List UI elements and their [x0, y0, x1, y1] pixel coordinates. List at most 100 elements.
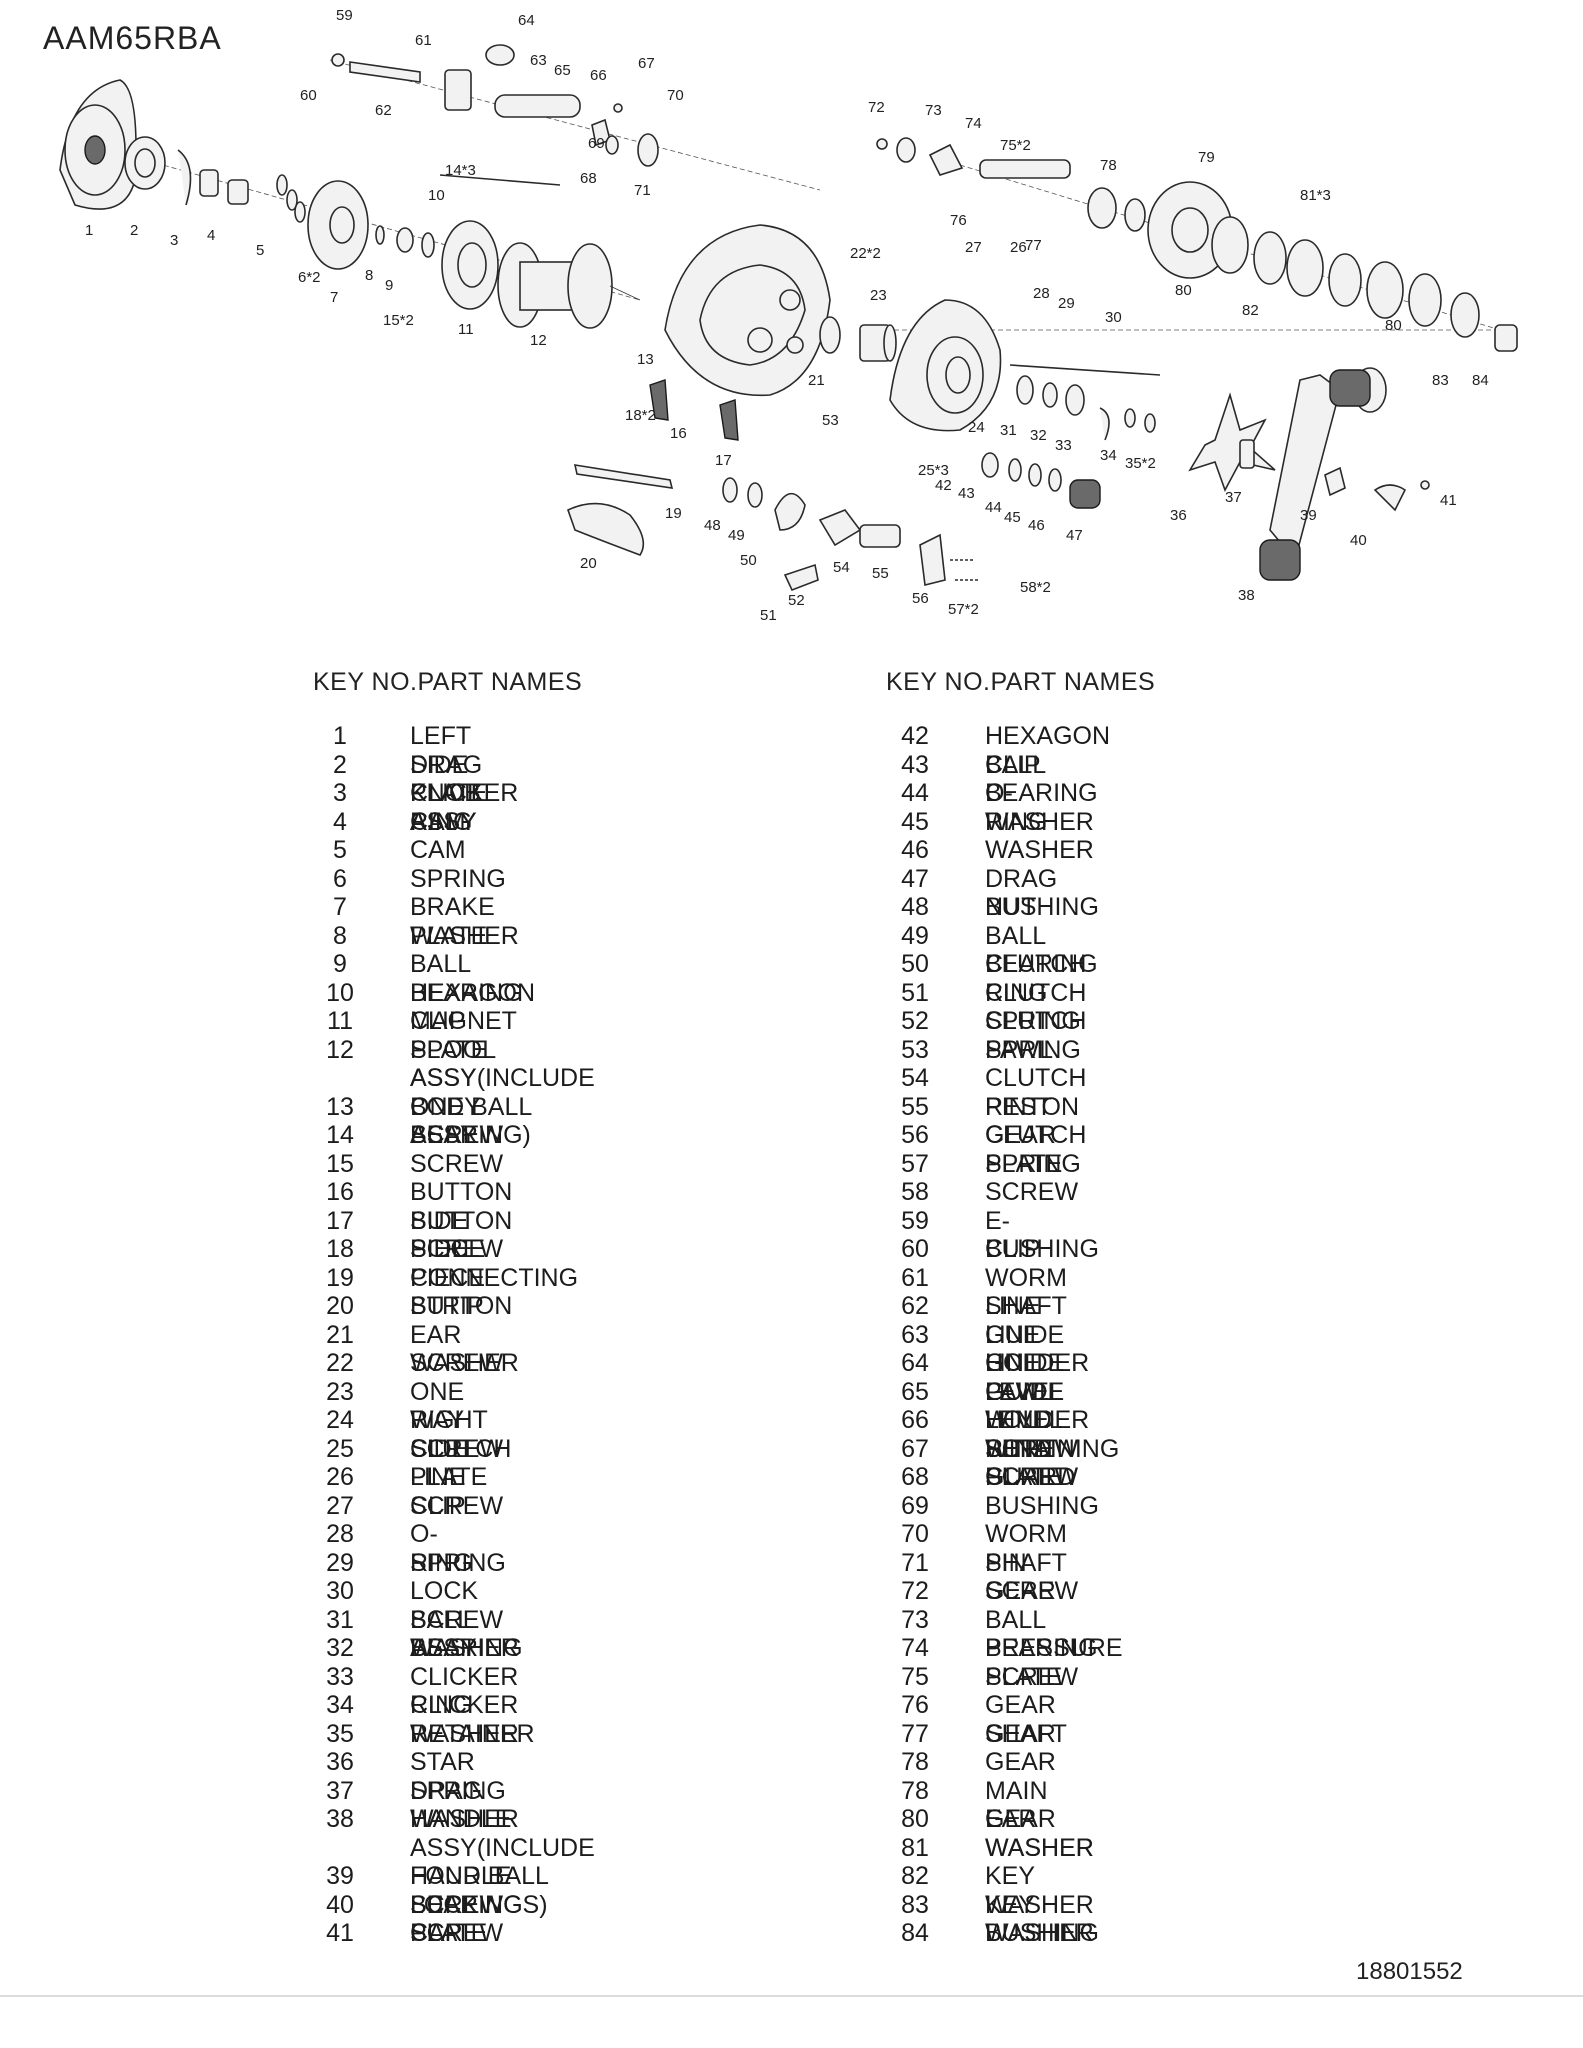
part-key-number: 78: [901, 1776, 929, 1805]
part-key-number: 44: [901, 779, 929, 807]
part-key-number: 16: [326, 1178, 354, 1206]
ear-washer-shape: [819, 316, 841, 354]
level-wind-group-shape: [331, 44, 659, 186]
part-name: BALL BEARING: [985, 1605, 1098, 1663]
part-name: BUSHING: [985, 1919, 1099, 1947]
callout-label: 49: [728, 527, 745, 544]
callout-label: 22*2: [850, 245, 881, 262]
part-key-number: 57: [901, 1149, 929, 1178]
part-name: HANDLE ASSY(INCLUDE FOUR BALL BEARINGS): [410, 1805, 595, 1919]
part-key-number: 78: [901, 1748, 929, 1776]
part-key-number: 28: [326, 1520, 354, 1548]
part-key-number: 4: [333, 807, 347, 836]
part-key-number: 70: [901, 1520, 929, 1548]
callout-label: 56: [912, 590, 929, 607]
callout-label: 44: [985, 499, 1002, 516]
part-key-number: 43: [901, 750, 929, 779]
callout-label: 79: [1198, 149, 1215, 166]
part-name: BODY ASSY: [410, 1092, 481, 1150]
part-name: BALL BEARING: [410, 950, 523, 1007]
part-key-number: 77: [901, 1719, 929, 1748]
part-name: HEXAGON CLIP: [985, 722, 1111, 779]
callout-label: 73: [925, 102, 942, 119]
callout-label: 58*2: [1020, 579, 1051, 596]
part-name: LINE GUIDE HOLDER SCREW: [985, 1349, 1090, 1463]
part-key-number: 35: [326, 1719, 354, 1748]
part-key-number: 22: [326, 1349, 354, 1377]
part-key-number: 52: [901, 1007, 929, 1035]
part-name: GEAR: [985, 1748, 1056, 1776]
callout-label: 50: [740, 552, 757, 569]
part-key-number: 13: [326, 1092, 354, 1121]
bearing-shape: [396, 227, 414, 253]
callout-label: 20: [580, 555, 597, 572]
part-key-number: 36: [326, 1748, 354, 1776]
part-key-number: 6: [333, 864, 347, 893]
list-header-right: KEY NO.PART NAMES: [886, 668, 1156, 696]
callout-label: 82: [1242, 302, 1259, 319]
part-key-number: 1: [333, 722, 347, 750]
part-name: ONE WAY CLUTCH: [410, 1377, 512, 1463]
one-way-clutch-shape: [859, 324, 897, 362]
part-key-number: 58: [901, 1178, 929, 1206]
callout-label: 46: [1028, 517, 1045, 534]
callout-label: 23: [870, 287, 887, 304]
part-name: CAM: [410, 807, 466, 836]
callout-label: 31: [1000, 422, 1017, 439]
part-key-number: 69: [901, 1491, 929, 1520]
part-name: CLUTCH PAWL: [985, 1007, 1087, 1064]
part-name: SCREW: [410, 1434, 504, 1463]
callout-label: 5: [256, 242, 264, 259]
callout-label: 34: [1100, 447, 1117, 464]
part-name: WASHER: [985, 807, 1094, 836]
callout-label: 64: [518, 12, 535, 29]
callout-label: 35*2: [1125, 455, 1156, 472]
callout-label: 12: [530, 332, 547, 349]
callout-label: 61: [415, 32, 432, 49]
part-name: KEY WASHER: [985, 1890, 1094, 1948]
callout-label: 52: [788, 592, 805, 609]
hex-clip-shape: [421, 232, 435, 258]
callout-label: 15*2: [383, 312, 414, 329]
part-name: BUTTON SIDE PIECE: [410, 1206, 513, 1292]
spool-shape: [497, 242, 641, 329]
part-name: WASHER: [985, 836, 1094, 864]
callout-label: 65: [554, 62, 571, 79]
clicker-ring-shape: [177, 149, 192, 206]
assembly-axis-top: [329, 59, 821, 191]
part-name: PINTON GEAR: [985, 1092, 1079, 1150]
part-name: WASHER: [410, 1719, 519, 1748]
part-key-number: 60: [901, 1235, 929, 1263]
callout-label: 78: [1100, 157, 1117, 174]
part-key-number: 10: [326, 978, 354, 1007]
part-key-number: 59: [901, 1206, 929, 1235]
callout-label: 27: [965, 239, 982, 256]
drag-knob-shape: [124, 136, 166, 190]
list-header-left: KEY NO.PART NAMES: [313, 668, 583, 696]
part-name: RETAINING PLATE: [985, 1434, 1120, 1492]
callout-label: 80: [1175, 282, 1192, 299]
callout-label: 28: [1033, 285, 1050, 302]
part-key-number: 47: [901, 864, 929, 893]
part-name: LEVEL WIND GUARD: [985, 1406, 1076, 1491]
part-key-number: 32: [326, 1634, 354, 1662]
part-name: BALL BEARING: [410, 1605, 523, 1663]
part-name: LINE GUIDE HOLDER: [985, 1292, 1090, 1377]
part-name: LINE CLIP: [410, 1463, 466, 1520]
part-key-number: 81: [901, 1833, 929, 1862]
part-name: SPOOL ASSY(INCLUDE ONE BALL BEARING): [410, 1035, 595, 1150]
callout-label: 17: [715, 452, 732, 469]
part-name: BALL BEARING: [985, 921, 1098, 979]
callout-label: 51: [760, 607, 777, 624]
callout-label: 69: [588, 135, 605, 152]
drag-washer-stack-shape: [1016, 375, 1156, 441]
callout-label: 32: [1030, 427, 1047, 444]
part-name: WORM SHAFT: [985, 1263, 1067, 1321]
part-name: E-CLIP: [985, 1206, 1041, 1264]
callout-label: 1: [85, 222, 93, 239]
callout-label: 21: [808, 372, 825, 389]
part-key-number: 12: [326, 1035, 354, 1064]
part-name: MAGNET PLATE ASSY: [410, 1007, 517, 1092]
part-key-number: 51: [901, 978, 929, 1007]
